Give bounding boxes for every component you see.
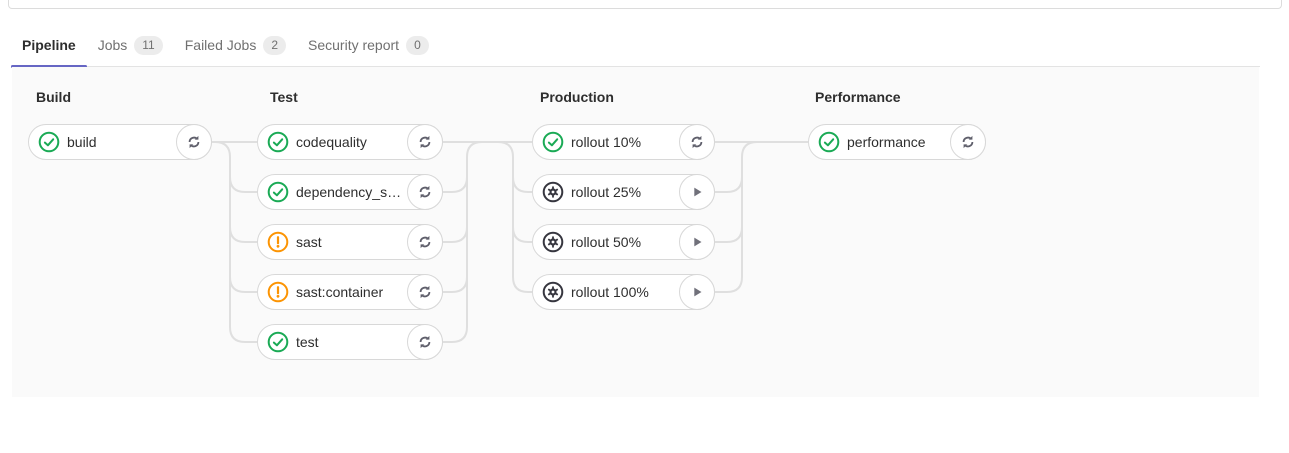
retry-icon	[419, 284, 431, 300]
job-label: dependency_s…	[296, 184, 402, 200]
pipeline-tab-bar: Pipeline Jobs 11 Failed Jobs 2 Security …	[11, 24, 1260, 68]
retry-icon	[419, 334, 431, 350]
jobs-count-badge: 11	[134, 35, 163, 55]
job-rollout-25[interactable]: rollout 25%	[532, 174, 715, 210]
tab-security-report-label: Security report	[308, 37, 400, 53]
job-label: rollout 50%	[571, 234, 642, 250]
status-manual-icon	[542, 181, 564, 203]
status-success-icon	[267, 181, 289, 203]
job-label: codequality	[296, 134, 367, 150]
tab-pipeline-label: Pipeline	[22, 37, 76, 53]
job-label: rollout 25%	[571, 184, 642, 200]
failed-jobs-count-badge: 2	[263, 35, 287, 55]
play-button[interactable]	[679, 274, 715, 310]
job-sast-container[interactable]: sast:container	[257, 274, 443, 310]
status-success-icon	[38, 131, 60, 153]
retry-icon	[962, 134, 974, 150]
status-manual-icon	[542, 231, 564, 253]
job-rollout-100[interactable]: rollout 100%	[532, 274, 715, 310]
job-build[interactable]: build	[28, 124, 212, 160]
play-icon	[694, 287, 702, 297]
tab-pipeline[interactable]: Pipeline	[11, 24, 87, 68]
stage-header-build: Build	[36, 89, 71, 105]
pipeline-graph: Build Test Production Performance build …	[12, 67, 1259, 397]
play-button[interactable]	[679, 224, 715, 260]
job-codequality[interactable]: codequality	[257, 124, 443, 160]
job-test[interactable]: test	[257, 324, 443, 360]
status-warning-icon	[267, 281, 289, 303]
retry-button[interactable]	[407, 174, 443, 210]
tab-failed-jobs-label: Failed Jobs	[184, 37, 257, 53]
retry-icon	[188, 134, 200, 150]
tab-security-report[interactable]: Security report 0	[297, 24, 440, 66]
job-label: sast	[296, 234, 322, 250]
job-dependency-scanning[interactable]: dependency_s…	[257, 174, 443, 210]
security-report-count-badge: 0	[406, 35, 429, 55]
stage-header-test: Test	[270, 89, 298, 105]
stage-header-production: Production	[540, 89, 614, 105]
retry-button[interactable]	[407, 224, 443, 260]
status-success-icon	[818, 131, 840, 153]
retry-button[interactable]	[407, 274, 443, 310]
tab-jobs-label: Jobs	[97, 37, 128, 53]
retry-button[interactable]	[407, 124, 443, 160]
tab-failed-jobs[interactable]: Failed Jobs 2	[174, 24, 297, 66]
top-panel-edge	[8, 0, 1282, 9]
job-rollout-50[interactable]: rollout 50%	[532, 224, 715, 260]
play-button[interactable]	[679, 174, 715, 210]
retry-icon	[419, 134, 431, 150]
job-label: build	[67, 134, 97, 150]
job-label: sast:container	[296, 284, 384, 300]
retry-button[interactable]	[176, 124, 212, 160]
play-icon	[694, 187, 702, 197]
tab-jobs[interactable]: Jobs 11	[87, 24, 174, 66]
retry-icon	[419, 184, 431, 200]
retry-button[interactable]	[407, 324, 443, 360]
job-label: rollout 10%	[571, 134, 642, 150]
job-label: rollout 100%	[571, 284, 649, 300]
retry-button[interactable]	[679, 124, 715, 160]
retry-icon	[419, 234, 431, 250]
status-warning-icon	[267, 231, 289, 253]
status-success-icon	[542, 131, 564, 153]
play-icon	[694, 237, 702, 247]
stage-header-performance: Performance	[815, 89, 901, 105]
status-manual-icon	[542, 281, 564, 303]
retry-icon	[691, 134, 703, 150]
job-performance[interactable]: performance	[808, 124, 986, 160]
retry-button[interactable]	[950, 124, 986, 160]
job-sast[interactable]: sast	[257, 224, 443, 260]
job-label: test	[296, 334, 319, 350]
job-label: performance	[847, 134, 926, 150]
job-rollout-10[interactable]: rollout 10%	[532, 124, 715, 160]
status-success-icon	[267, 131, 289, 153]
status-success-icon	[267, 331, 289, 353]
